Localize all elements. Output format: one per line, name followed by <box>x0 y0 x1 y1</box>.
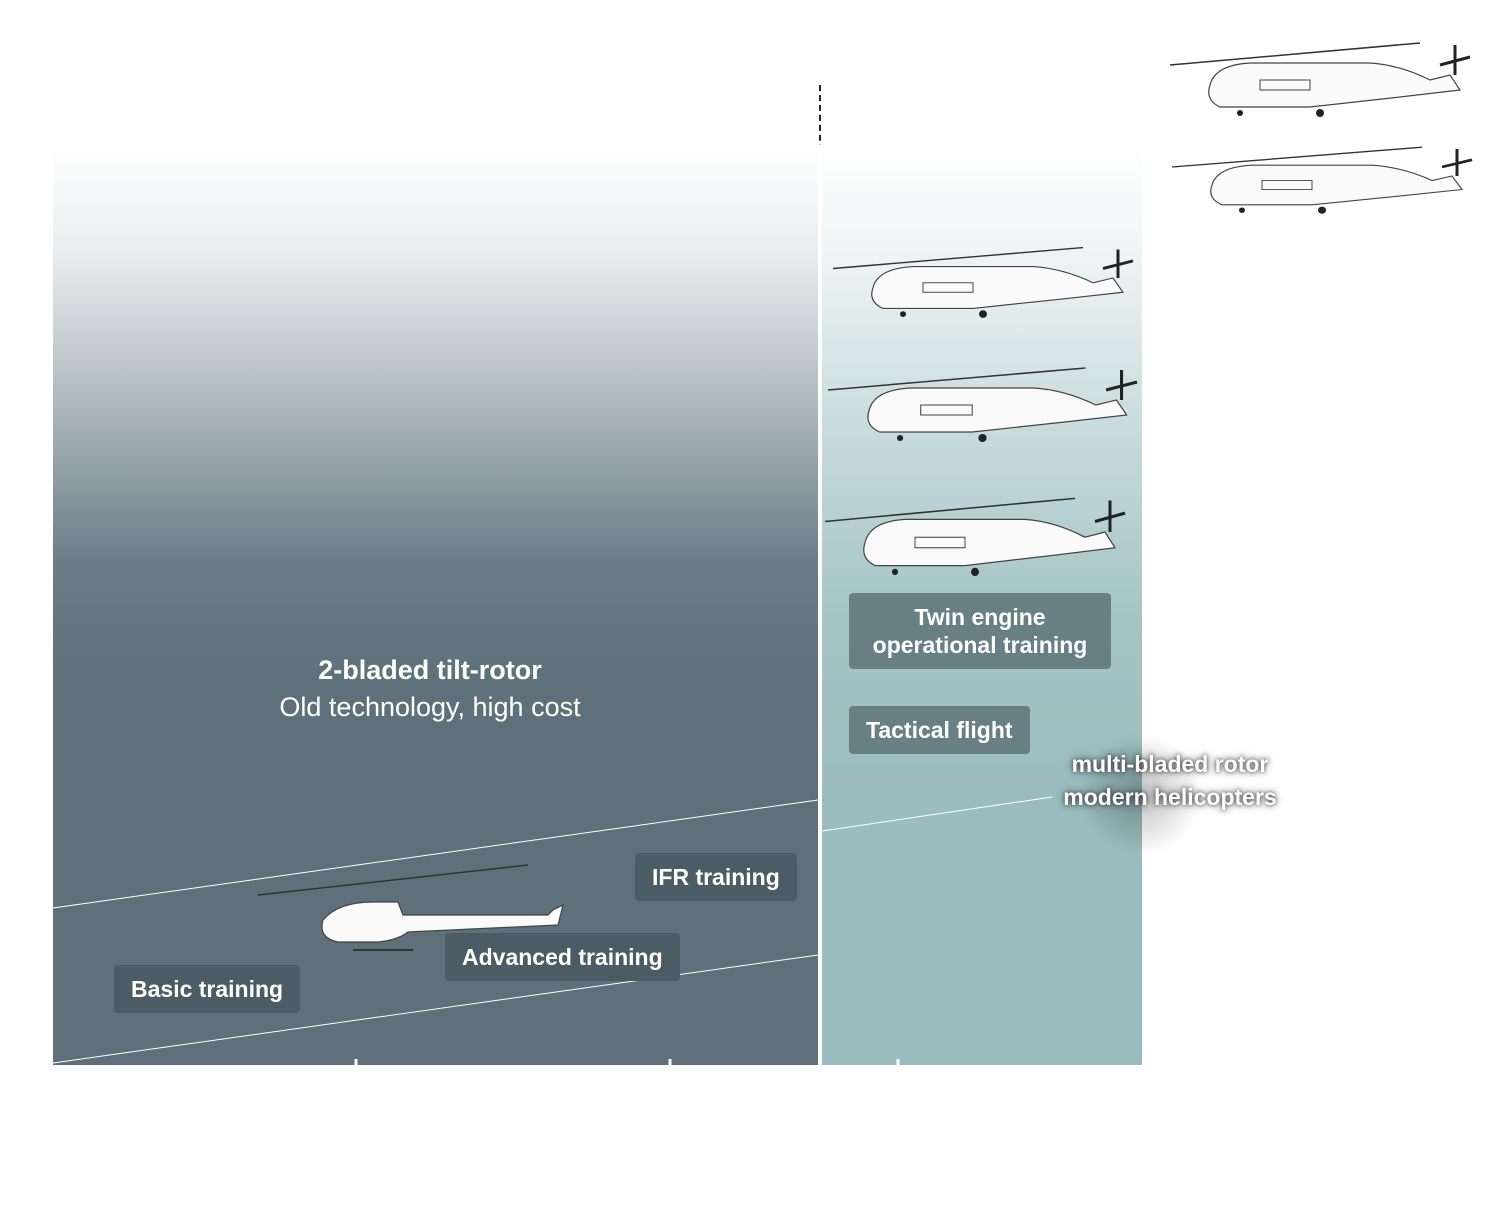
helicopter-tiger-icon <box>826 366 1139 444</box>
label-ifr-training: IFR training <box>635 853 797 901</box>
label-basic-training: Basic training <box>114 965 301 1013</box>
section-divider-line <box>818 145 821 1067</box>
capability-line-lower <box>52 954 819 1064</box>
capability-line-upper <box>52 799 819 909</box>
caption-line-1: multi-bladed rotor <box>1071 751 1269 777</box>
caption-line-2: modern helicopters <box>1063 784 1277 810</box>
multi-bladed-caption: multi-bladed rotor modern helicopters <box>1030 748 1310 814</box>
helicopter-ec135-icon <box>823 496 1127 578</box>
two-bladed-panel <box>53 145 818 1067</box>
caption-glow <box>1080 730 1200 860</box>
two-bladed-heading: 2-bladed tilt-rotor Old technology, high… <box>230 655 630 723</box>
helicopter-super-puma-icon <box>1168 41 1472 119</box>
capability-line-upper-right <box>821 796 1053 832</box>
two-bladed-title: 2-bladed tilt-rotor <box>318 655 542 685</box>
label-tactical-flight: Tactical flight <box>849 706 1030 754</box>
helicopter-super-puma-icon <box>831 246 1135 320</box>
helicopter-tiger-icon <box>1170 145 1474 216</box>
label-advanced-training: Advanced training <box>445 933 680 981</box>
two-bladed-subtitle: Old technology, high cost <box>279 692 581 722</box>
label-twin-engine-training: Twin engine operational training <box>849 593 1111 669</box>
